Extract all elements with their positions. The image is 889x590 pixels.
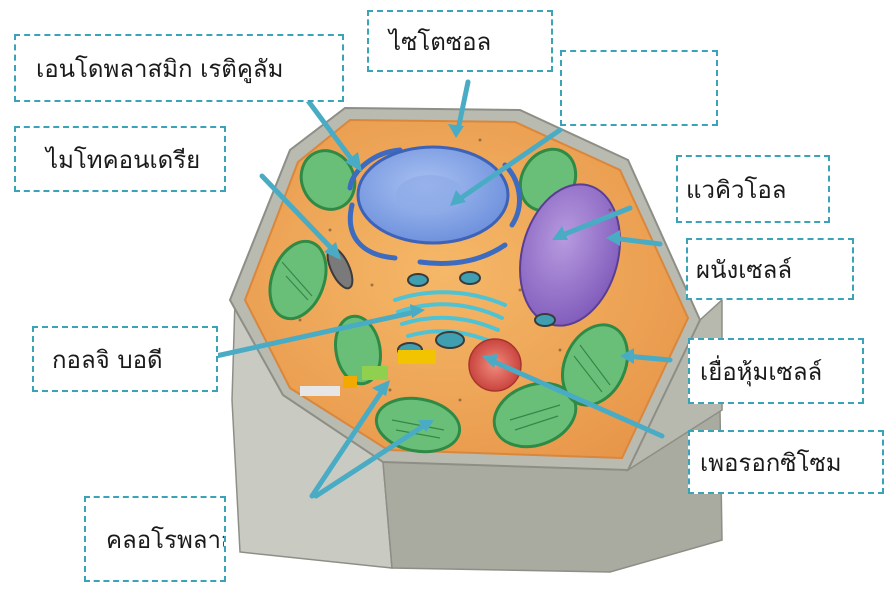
label-vacuole-text: แวคิวโอล (686, 170, 787, 209)
label-mitochondria: ไมโทคอนเดรีย (14, 126, 226, 192)
nucleolus (396, 175, 464, 215)
label-cell-membrane-text: เยื่อหุ้มเซลล์ (700, 352, 822, 391)
mitochondrion (436, 332, 464, 348)
mitochondrion (535, 314, 555, 326)
mitochondrion (408, 274, 428, 286)
label-golgi-text: กอลจิ บอดี (52, 340, 163, 379)
label-smooth-er-text: เอนโดพลาสมิก เรติคูลัม (36, 49, 283, 88)
label-cell-membrane: เยื่อหุ้มเซลล์ (688, 338, 864, 404)
label-peroxisome-text: เพอรอกซิโซม (700, 443, 842, 482)
label-vacuole: แวคิวโอล (676, 155, 830, 223)
label-cell-wall: ผนังเซลล์ (686, 238, 854, 300)
label-cell-wall-text: ผนังเซลล์ (696, 250, 792, 289)
plasmodesma (343, 376, 357, 388)
plasmodesma (398, 350, 436, 364)
label-chloroplast-text: คลอโรพลาสต์ (106, 520, 226, 559)
label-smooth-er: เอนโดพลาสมิก เรติคูลัม (14, 34, 344, 102)
peroxisome (469, 339, 521, 391)
label-cytosol-text: ไซโตซอล (389, 22, 491, 61)
label-peroxisome: เพอรอกซิโซม (688, 430, 884, 494)
label-mitochondria-text: ไมโทคอนเดรีย (46, 140, 200, 179)
label-chloroplast: คลอโรพลาสต์ (84, 496, 226, 582)
mitochondrion (460, 272, 480, 284)
label-nucleus (560, 50, 718, 126)
plasmodesma (362, 366, 388, 380)
label-golgi: กอลจิ บอดี (32, 326, 218, 392)
plasmodesma (300, 386, 340, 396)
label-cytosol: ไซโตซอล (367, 10, 553, 72)
